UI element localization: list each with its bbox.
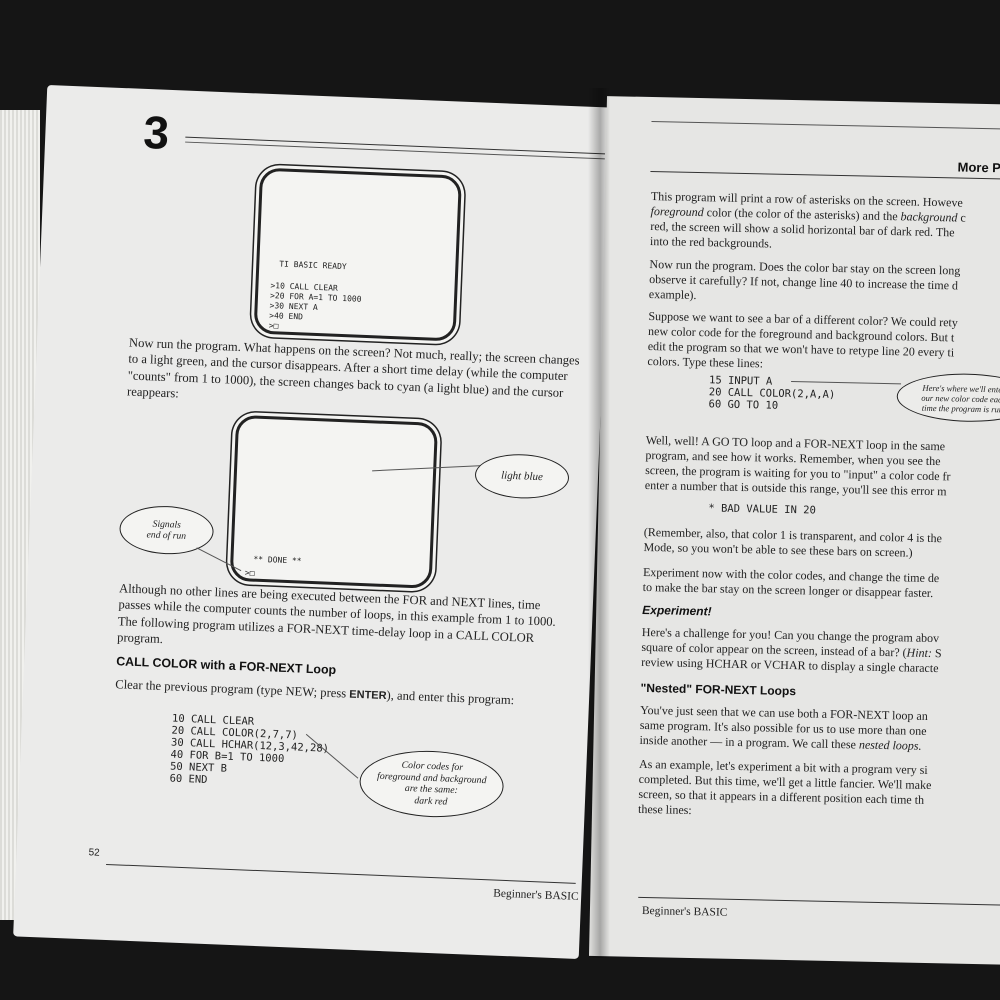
para3-text: Clear the previous program (type NEW; pr… xyxy=(115,677,350,701)
paragraph-goto-loop: Well, well! A GO TO loop and a FOR-NEXT … xyxy=(645,433,952,499)
page-number: 52 xyxy=(88,847,100,859)
paragraph-time-passes: Although no other lines are being execut… xyxy=(116,581,557,647)
callout-color-codes: Color codes for foreground and backgroun… xyxy=(358,748,505,820)
chapter-number: 3 xyxy=(142,105,171,159)
callout-signals-text: end of run xyxy=(146,529,187,542)
italic-term: nested loops. xyxy=(858,737,922,753)
footer-rule xyxy=(106,863,576,884)
code-listing: 10 CALL CLEAR 20 CALL COLOR(2,7,7) 30 CA… xyxy=(169,713,330,791)
error-message: * BAD VALUE IN 20 xyxy=(708,502,816,517)
running-header: More Pr xyxy=(957,159,1000,176)
italic-term: background xyxy=(900,209,958,225)
text-span: S xyxy=(931,646,942,661)
done-message: ** DONE ** xyxy=(253,554,302,566)
screen1-ready: TI BASIC READY xyxy=(279,259,347,272)
paragraph-run-program: Now run the program. What happens on the… xyxy=(126,335,580,401)
right-page: More Pr This program will print a row of… xyxy=(588,96,1000,965)
enter-key-label: ENTER xyxy=(349,688,387,703)
para3-text-end: ), and enter this program: xyxy=(386,688,515,708)
paragraph-asterisks: This program will print a row of asteris… xyxy=(650,189,966,256)
heading-nested-loops: "Nested" FOR-NEXT Loops xyxy=(640,680,797,699)
screen-illustration-2: ** DONE ** >□ xyxy=(229,414,439,589)
callout-color-text: dark red xyxy=(414,794,448,808)
paragraph-transparent: (Remember, also, that color 1 is transpa… xyxy=(643,525,942,561)
code-listing-right: 15 INPUT A 20 CALL COLOR(2,A,A) 60 GO TO… xyxy=(708,374,835,413)
footer-book-title: Beginner's BASIC xyxy=(492,887,579,903)
paragraph-nested: You've just seen that we can use both a … xyxy=(639,703,928,754)
callout-light-blue: light blue xyxy=(474,452,570,501)
callout-input-text: Here's where we'll enter our new color c… xyxy=(904,382,1000,415)
heading-call-color-loop: CALL COLOR with a FOR-NEXT Loop xyxy=(115,654,337,678)
book-gutter-shadow xyxy=(588,88,610,958)
paragraph-challenge: Here's a challenge for you! Can you chan… xyxy=(641,625,942,676)
footer-rule-right xyxy=(638,896,1000,906)
callout-color-text: are the same: xyxy=(404,782,459,797)
chapter-rule xyxy=(185,136,606,155)
screen1-prompt: >□ xyxy=(268,321,279,331)
screen-illustration-1: TI BASIC READY >10 CALL CLEAR >20 FOR A=… xyxy=(253,167,463,342)
left-page: 3 TI BASIC READY >10 CALL CLEAR >20 FOR … xyxy=(13,84,613,960)
italic-term: foreground xyxy=(650,204,704,220)
heading-experiment: Experiment! xyxy=(642,602,712,619)
paragraph-run-again: Now run the program. Does the color bar … xyxy=(649,257,961,309)
header-rule xyxy=(650,171,1000,180)
italic-term: Hint: xyxy=(906,645,933,661)
callout-light-blue-text: light blue xyxy=(500,469,544,483)
paragraph-example: As an example, let's experiment a bit wi… xyxy=(638,757,932,823)
text-span: c xyxy=(957,210,966,225)
header-rule-top xyxy=(651,121,1000,130)
screen2-prompt: >□ xyxy=(244,568,255,578)
footer-book-title-right: Beginner's BASIC xyxy=(641,905,728,919)
paragraph-clear-program: Clear the previous program (type NEW; pr… xyxy=(115,676,570,712)
paragraph-experiment-codes: Experiment now with the color codes, and… xyxy=(643,565,940,601)
paragraph-different-color: Suppose we want to see a bar of a differ… xyxy=(647,309,958,375)
